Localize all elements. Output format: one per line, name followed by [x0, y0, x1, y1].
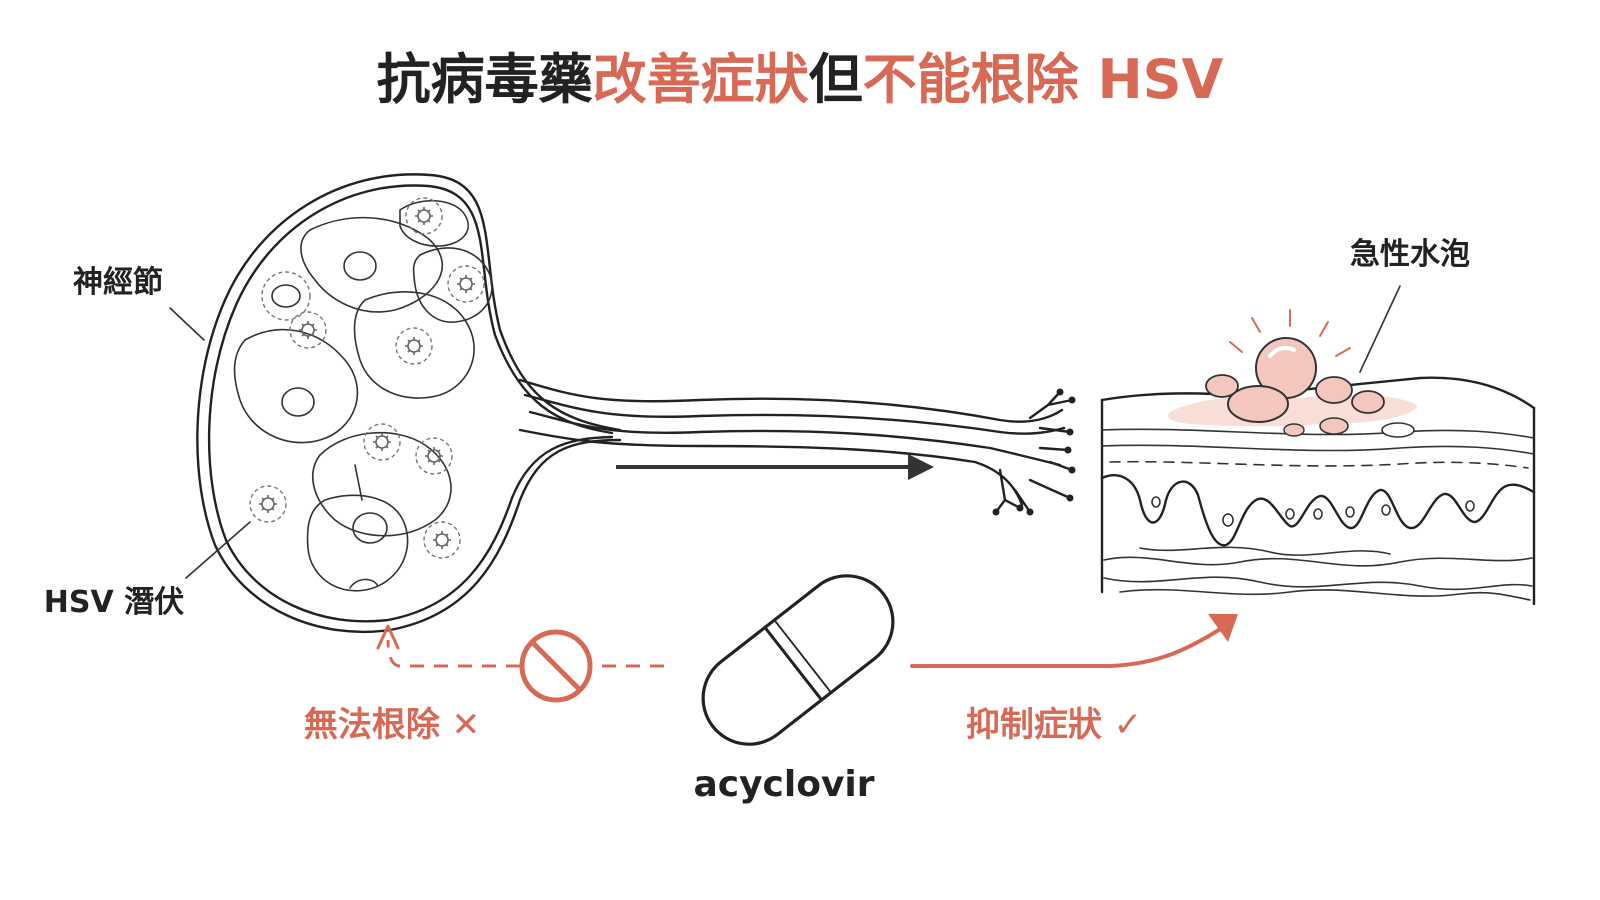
title-part-2: 改善症狀 [593, 48, 809, 111]
blocked-arrowhead [376, 624, 400, 650]
neuron-nucleus-2 [281, 387, 315, 417]
suppress-arrowhead [1208, 614, 1238, 642]
virus-icon [249, 485, 287, 523]
virus-icon [395, 327, 433, 365]
title-part-1: 抗病毒藥 [377, 48, 593, 111]
neuron-cell-7 [399, 199, 469, 247]
neuron-cell-1 [300, 216, 443, 313]
epidermis-line-1 [1101, 428, 1535, 439]
dermis-fiber-4 [1139, 546, 1391, 556]
dermis-fiber-2 [1103, 576, 1533, 591]
virus-icon [447, 265, 485, 303]
pain-rays [1229, 309, 1351, 357]
epidermis-dash [1109, 460, 1529, 469]
axon-line-1 [518, 378, 1064, 423]
neuron-cell-6 [412, 247, 493, 323]
blister-small-4 [1319, 417, 1349, 435]
neuron-cell-5 [306, 494, 409, 592]
latent-label: HSV 潛伏 [44, 585, 184, 620]
dermis-fiber-1 [1103, 556, 1533, 567]
blister-label: 急性水泡 [1350, 237, 1470, 272]
blister-medium-1 [1227, 385, 1289, 423]
travel-arrow [616, 454, 934, 480]
virus-icon [405, 197, 443, 235]
virus-icon [415, 437, 453, 475]
capsule-icon [701, 574, 895, 746]
blister-small-1 [1205, 374, 1239, 398]
process-line [354, 464, 363, 501]
ganglion-leader-line [169, 307, 205, 341]
title-part-4: 不能根除 HSV [863, 48, 1224, 111]
blister-cluster [1205, 337, 1415, 438]
small-cell-bottom [349, 578, 379, 589]
latent-leader-line [185, 521, 251, 579]
axon-line-2 [523, 393, 1066, 435]
virus-icon [289, 311, 327, 349]
ganglion-inner-membrane [207, 184, 614, 623]
suppress-path [910, 614, 1238, 668]
skin-pore [1381, 422, 1415, 438]
nerve-ganglion [196, 173, 1076, 634]
ganglion-label: 神經節 [73, 265, 163, 300]
title-part-3: 但 [809, 48, 863, 111]
blister-small-3 [1351, 390, 1385, 414]
dermal-papillae [1100, 474, 1536, 547]
neuron-cell-2 [233, 328, 359, 444]
latent-virus-group [249, 197, 485, 559]
papillae-bubbles [1151, 496, 1475, 527]
neuron-nucleus-1 [343, 251, 377, 281]
neuron-nucleus-5 [352, 512, 388, 544]
axon-terminal-knobs [992, 388, 1076, 516]
satellite-cell-ring [261, 271, 311, 321]
epidermis-line-2 [1101, 444, 1535, 455]
axon-line-3 [528, 410, 1062, 467]
axon-line-4 [518, 428, 1024, 507]
dermis-fiber-3 [1119, 588, 1531, 601]
virus-icon [363, 423, 401, 461]
prohibited-icon [519, 629, 593, 703]
blister-leader-line [1359, 285, 1401, 373]
skin-cross-section [1100, 309, 1536, 606]
cannot-eradicate-label: 無法根除 ✕ [304, 705, 480, 745]
suppress-curve [910, 626, 1224, 668]
blister-small-5 [1283, 423, 1305, 437]
virus-icon [423, 521, 461, 559]
blocked-path [376, 624, 664, 703]
blister-small-2 [1315, 376, 1353, 404]
neuron-cell-4 [311, 431, 452, 537]
suppress-symptoms-label: 抑制症狀 ✓ [966, 705, 1142, 745]
blocked-dashed-line [386, 639, 664, 668]
drug-label: acyclovir [693, 764, 874, 805]
axon-terminal-branches [994, 390, 1074, 514]
neuron-cell-3 [353, 291, 475, 399]
satellite-cell [271, 284, 301, 308]
page-title: 抗病毒藥改善症狀但不能根除 HSV [377, 48, 1224, 111]
